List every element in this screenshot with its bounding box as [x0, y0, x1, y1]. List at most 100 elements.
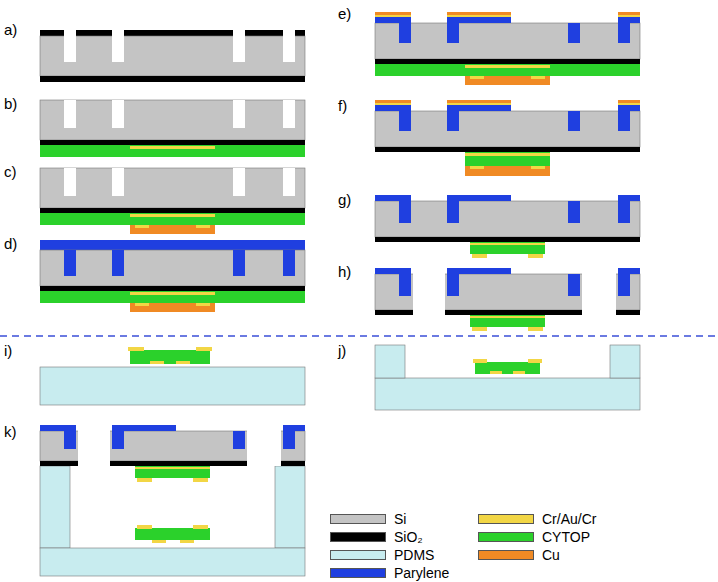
material-layer — [528, 327, 543, 331]
material-layer — [40, 291, 305, 303]
material-layer — [135, 225, 149, 228]
step-label: e) — [338, 6, 351, 21]
material-layer — [375, 237, 640, 242]
legend-swatch — [330, 568, 386, 578]
material-layer — [130, 214, 215, 217]
material-layer — [618, 201, 630, 223]
material-layer — [283, 30, 295, 62]
material-layer — [473, 359, 487, 363]
material-layer — [283, 431, 295, 449]
material-layer — [375, 12, 411, 15]
material-layer — [180, 540, 194, 543]
material-layer — [40, 36, 305, 76]
material-layer — [375, 345, 405, 378]
legend-text: PDMS — [394, 548, 434, 562]
step-label: i) — [4, 343, 12, 358]
material-layer — [513, 371, 525, 374]
legend-swatch — [330, 514, 386, 524]
material-layer — [40, 140, 305, 145]
material-layer — [531, 76, 545, 79]
material-layer — [618, 100, 640, 103]
material-layer — [40, 100, 305, 140]
material-layer — [40, 168, 305, 208]
material-layer — [64, 100, 76, 128]
material-layer — [40, 425, 76, 431]
material-layer — [233, 168, 245, 196]
legend-swatch — [478, 532, 534, 542]
material-layer — [447, 17, 511, 23]
material-layer — [40, 250, 305, 286]
material-layer — [193, 525, 208, 529]
step-label: h) — [338, 264, 351, 279]
material-layer — [618, 23, 630, 43]
material-layer — [447, 105, 511, 111]
material-layer — [64, 168, 76, 196]
material-layer — [618, 111, 630, 131]
step-label: j) — [338, 343, 346, 358]
material-layer — [196, 347, 212, 351]
material-layer — [465, 76, 550, 85]
material-layer — [135, 466, 210, 478]
material-layer — [531, 166, 545, 169]
material-layer — [275, 466, 305, 548]
legend-swatch — [478, 550, 534, 560]
material-layer — [465, 166, 550, 176]
material-layer — [193, 478, 208, 482]
material-layer — [447, 201, 459, 223]
step-label: f) — [338, 98, 347, 113]
material-layer — [233, 100, 245, 128]
step-label: d) — [4, 236, 17, 251]
material-layer — [582, 268, 616, 316]
step-label: g) — [338, 192, 351, 207]
legend-swatch — [330, 532, 386, 542]
material-layer — [447, 100, 511, 103]
material-layer — [618, 105, 640, 111]
material-layer — [568, 274, 580, 296]
material-layer — [375, 23, 640, 59]
material-layer — [470, 166, 484, 169]
material-layer — [618, 268, 640, 274]
material-layer — [528, 254, 543, 258]
divider-line — [0, 335, 718, 337]
material-layer — [375, 111, 640, 147]
material-layer — [375, 64, 640, 76]
material-layer — [447, 103, 511, 105]
material-layer — [447, 12, 511, 15]
material-layer — [283, 425, 305, 431]
material-layer — [247, 425, 281, 466]
material-layer — [64, 431, 76, 449]
material-layer — [447, 274, 459, 296]
material-layer — [112, 250, 124, 276]
material-layer — [152, 540, 166, 543]
material-layer — [465, 153, 550, 156]
material-layer — [618, 12, 640, 15]
material-layer — [135, 303, 149, 306]
material-layer — [233, 250, 245, 276]
material-layer — [528, 359, 542, 363]
step-label: k) — [4, 424, 17, 439]
material-layer — [40, 208, 305, 213]
material-layer — [470, 243, 545, 245]
material-layer — [375, 195, 411, 201]
material-layer — [78, 425, 110, 466]
material-layer — [399, 274, 411, 296]
material-layer — [112, 168, 124, 196]
material-layer — [618, 103, 640, 105]
material-layer — [447, 15, 511, 17]
step-label: b) — [4, 96, 17, 111]
material-layer — [112, 100, 124, 128]
material-layer — [40, 466, 70, 548]
material-layer — [283, 168, 295, 196]
material-layer — [176, 361, 190, 364]
material-layer — [130, 225, 215, 234]
material-layer — [112, 425, 176, 431]
material-layer — [375, 147, 640, 152]
material-layer — [475, 362, 540, 374]
material-layer — [375, 103, 411, 105]
material-layer — [375, 378, 640, 410]
material-layer — [40, 213, 305, 225]
material-layer — [137, 478, 152, 482]
material-layer — [112, 431, 124, 449]
material-layer — [40, 30, 305, 36]
